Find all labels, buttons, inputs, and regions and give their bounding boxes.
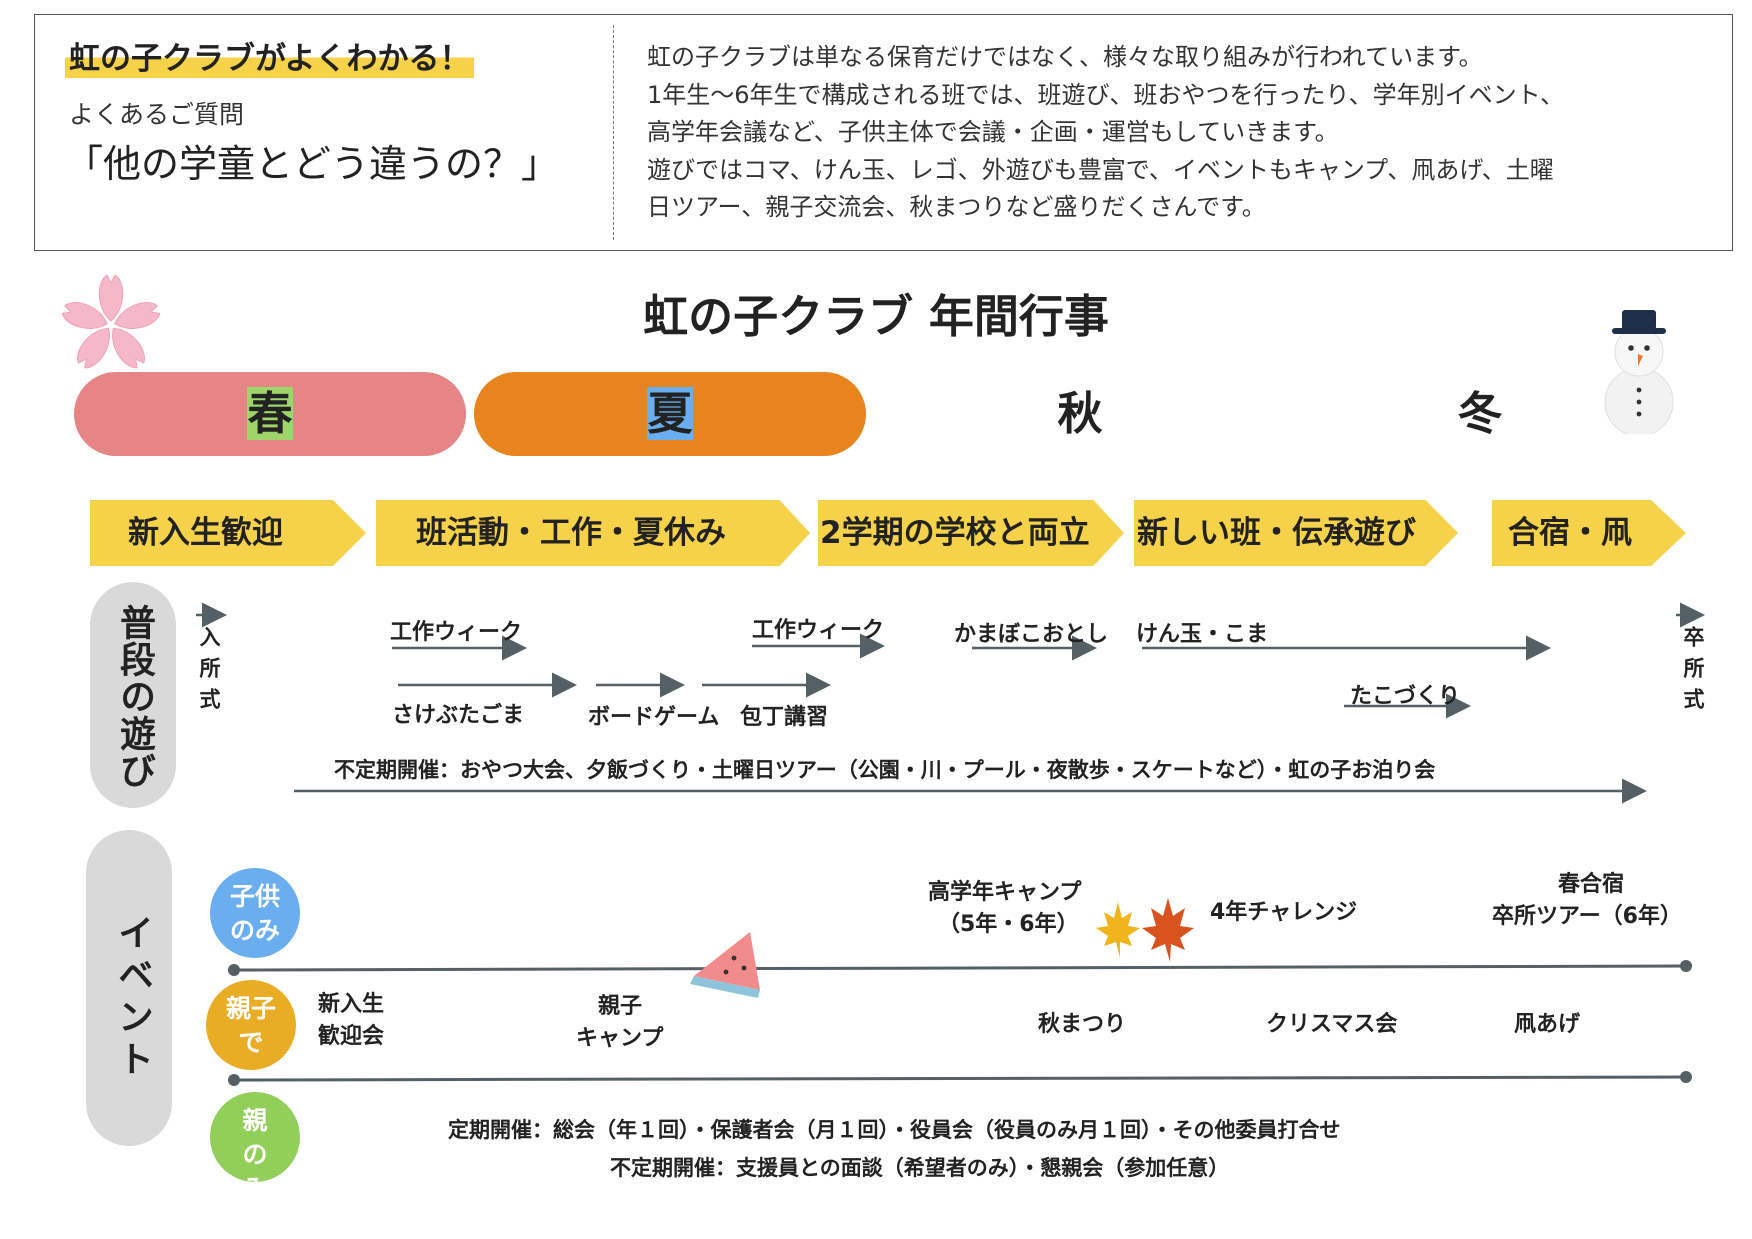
intro-line: 1年生～6年生で構成される班では、班遊び、班おやつを行ったり、学年別イベント、 [647,80,1565,109]
events-side-label: イベント [86,830,172,1146]
group-circle-kids: 子供のみ [210,868,300,958]
term-arrow: 新しい班・伝承遊び [1134,500,1458,566]
play-side-label: 普段の遊び [90,582,176,808]
term-arrow: 合宿・凧 [1492,500,1686,566]
watermelon-icon [690,932,760,998]
intro-question: 「他の学童とどう違うの？」 [65,142,560,186]
intro-line: 日ツアー、親子交流会、秋まつりなど盛りだくさんです。 [647,193,1266,221]
event-label: 卒所ツアー（6年） [1492,904,1682,929]
play-item: 工作ウィーク [390,620,523,645]
play-irregular-note: 不定期開催：おやつ大会、夕飯づくり・土曜日ツアー（公園・川・プール・夜散歩・スケ… [334,758,1436,782]
event-label: （5年・6年） [938,912,1079,937]
parents-regular-note: 定期開催：総会（年１回）・保護者会（月１回）・役員会（役員のみ月１回）・その他委… [448,1118,1341,1142]
sakura-icon [61,274,161,369]
intro-line: 高学年会議など、子供主体で会議・企画・運営もしていきます。 [647,118,1339,146]
term-label: 2学期の学校と両立 [820,515,1090,551]
event-label: 春合宿 [1558,872,1625,897]
intro-divider [613,25,614,240]
play-item: けん玉・こま [1136,622,1269,647]
play-item: さけぶたごま [392,703,525,728]
term-label: 合宿・凧 [1508,515,1632,551]
season-winter: 冬 [1284,372,1676,456]
intro-subtitle: よくあるご質問 [69,100,245,129]
event-label: 凧あげ [1514,1012,1581,1037]
page-title: 虹の子クラブ 年間行事 [643,290,1109,343]
season-label: 夏 [647,387,693,440]
entrance-ceremony-label: 入所式 [197,626,221,719]
play-item: ボードゲーム [588,705,720,730]
intro-badge: 虹の子クラブがよくわかる！ [65,33,475,78]
group-label: 子供のみ [229,882,280,945]
term-label: 新入生歓迎 [128,515,283,551]
term-arrow: 班活動・工作・夏休み [376,500,810,566]
event-label: クリスマス会 [1266,1012,1398,1037]
event-label: 秋まつり [1038,1012,1127,1037]
intro-text: 虹の子クラブは単なる保育だけではなく、様々な取り組みが行われています。 1年生～… [647,39,1717,227]
maple-leaf-icon [1096,898,1194,962]
play-item: 包丁講習 [740,705,829,730]
season-autumn: 秋 [884,372,1276,456]
graduation-ceremony-label: 卒所式 [1681,626,1705,719]
event-timelines [228,960,1692,1086]
group-circle-parents: 親のみ [210,1092,300,1203]
intro-line: 遊びではコマ、けん玉、レゴ、外遊びも豊富で、イベントもキャンプ、凧あげ、土曜 [647,155,1554,184]
event-label: 新入生 [318,992,385,1017]
play-item: たこづくり [1350,684,1461,709]
snowman-icon [1604,310,1674,434]
event-label: 歓迎会 [318,1024,385,1049]
intro-box: 虹の子クラブがよくわかる！ よくあるご質問 「他の学童とどう違うの？」 虹の子ク… [34,14,1733,251]
play-arrows [196,602,1705,804]
season-label: 冬 [1457,387,1503,440]
group-circle-family: 親子で [206,980,296,1070]
group-label: 親子で [225,994,276,1057]
play-side-text: 普段の遊び [114,604,155,789]
parents-irregular-note: 不定期開催：支援員との面談（希望者のみ）・懇親会（参加任意） [610,1156,1230,1180]
term-label: 新しい班・伝承遊び [1137,515,1416,551]
term-label: 班活動・工作・夏休み [416,515,726,551]
event-label: キャンプ [576,1026,664,1051]
event-label: 高学年キャンプ [928,880,1082,905]
term-arrow: 新入生歓迎 [90,500,366,566]
intro-line: 虹の子クラブは単なる保育だけではなく、様々な取り組みが行われています。 [647,43,1483,71]
events-side-text: イベント [112,914,153,1082]
season-label: 秋 [1057,387,1103,440]
play-item: かまぼこおとし [954,622,1109,647]
season-label: 春 [247,387,293,440]
term-arrow: 2学期の学校と両立 [818,500,1124,566]
event-label: 4年チャレンジ [1210,900,1358,925]
group-label: 親のみ [242,1106,268,1203]
play-item: 工作ウィーク [752,618,885,643]
event-label: 親子 [598,994,643,1019]
season-summer: 夏 [474,372,866,456]
season-spring: 春 [74,372,466,456]
